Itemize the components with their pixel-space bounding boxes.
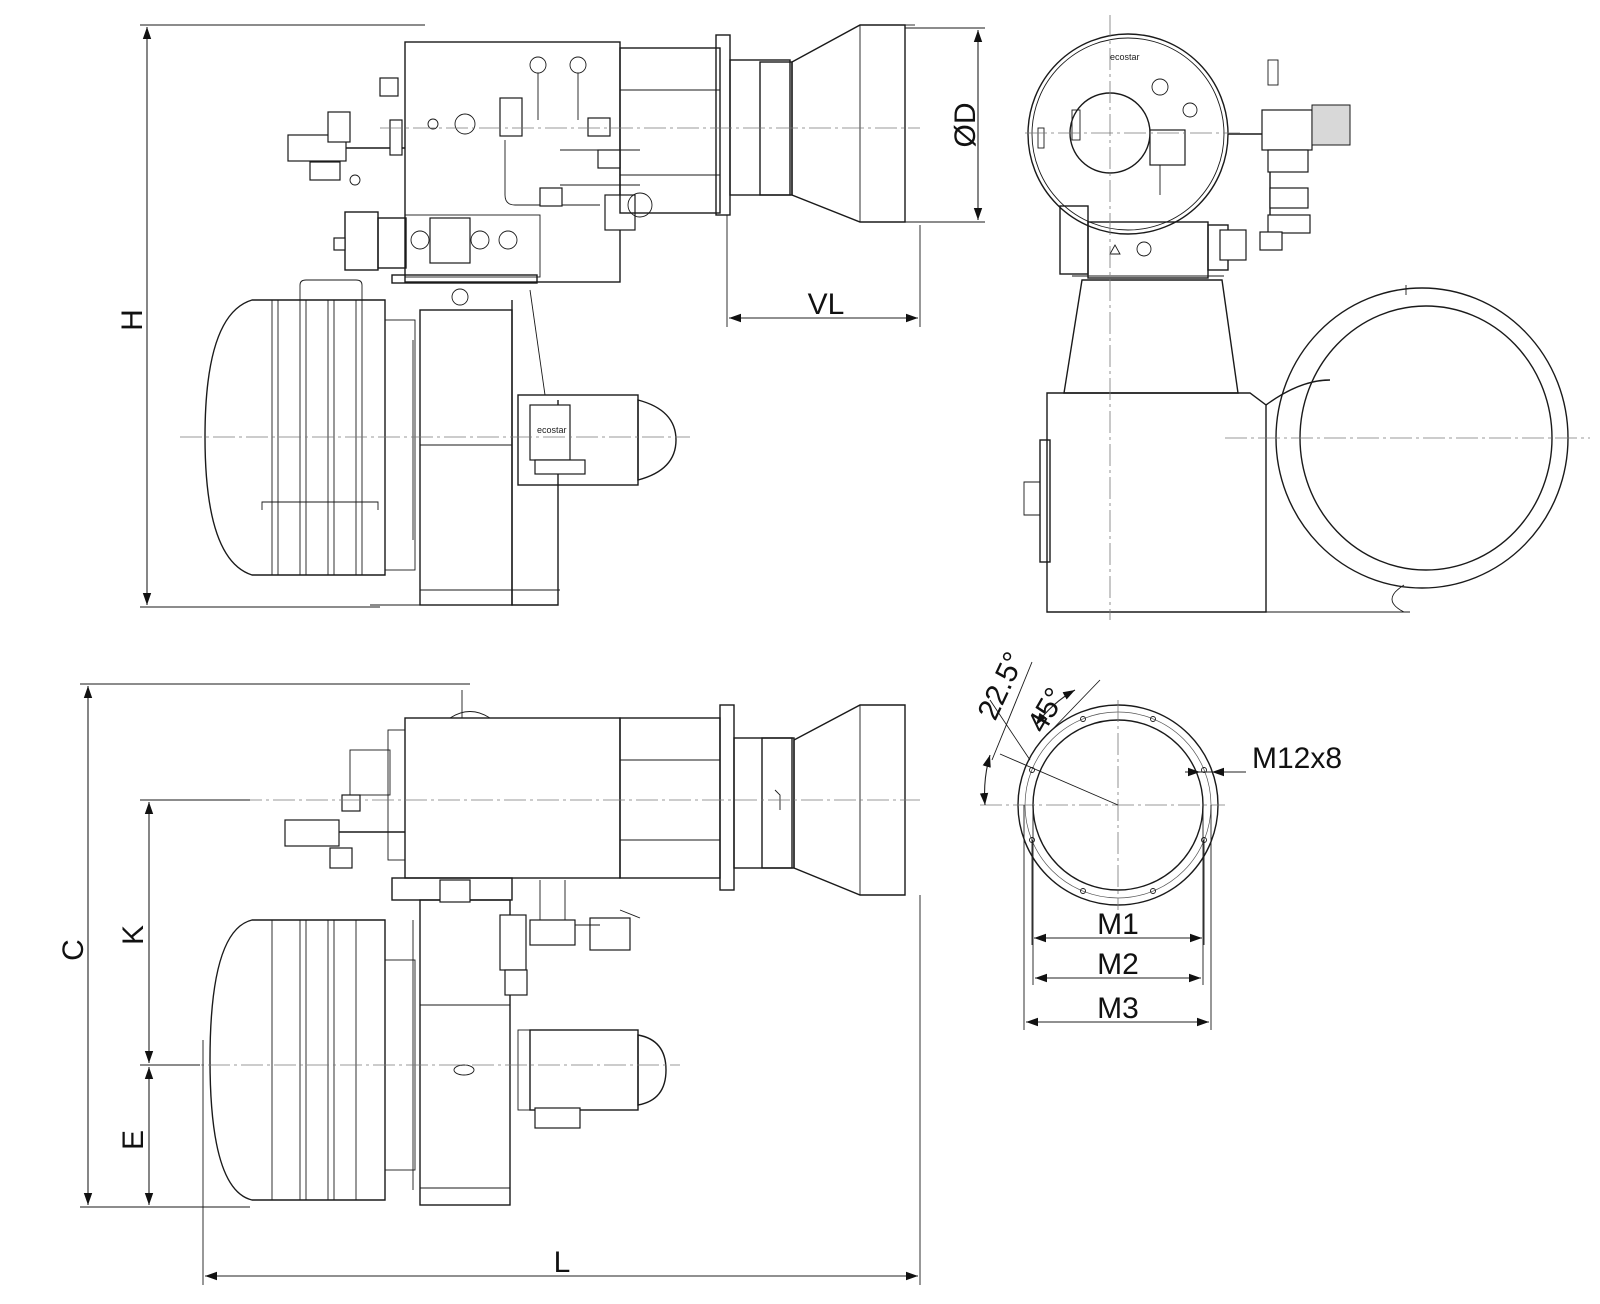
dim-label-h: H bbox=[116, 309, 149, 331]
dim-label-od: ØD bbox=[949, 103, 982, 148]
brand-logo: ecostar bbox=[1110, 52, 1140, 62]
control-cabinet-bottom bbox=[387, 711, 621, 903]
valve-train-bottom bbox=[284, 749, 641, 996]
dim-label-m2: M2 bbox=[1097, 948, 1139, 981]
fan-scroll bbox=[1265, 285, 1569, 613]
fan-volute-bottom bbox=[412, 899, 511, 1206]
dimensions bbox=[80, 24, 1246, 1285]
side-view-top: ecostar bbox=[180, 24, 920, 606]
dim-label-k: K bbox=[117, 925, 150, 945]
dim-label-angle-45: 45° bbox=[1021, 682, 1072, 738]
dim-label-m1: M1 bbox=[1097, 908, 1139, 941]
dim-label-bolts: M12x8 bbox=[1252, 742, 1342, 775]
fan-housing-bottom bbox=[209, 919, 416, 1201]
control-cabinet bbox=[391, 41, 653, 284]
fan-motor: ecostar bbox=[517, 394, 677, 486]
fan-housing-front bbox=[1023, 392, 1410, 613]
blast-tube bbox=[619, 24, 915, 223]
svg-text:ecostar: ecostar bbox=[537, 425, 567, 435]
fan-housing bbox=[204, 279, 416, 576]
dim-label-c: C bbox=[57, 939, 90, 961]
front-view-top: ecostar bbox=[1023, 15, 1590, 620]
front-control-box bbox=[1059, 205, 1247, 279]
top-view-bottom bbox=[175, 690, 920, 1206]
dim-label-vl: VL bbox=[808, 288, 845, 321]
dimension-labels: H VL ØD C K E L M1 M2 M3 M12x8 22.5° 45° bbox=[57, 103, 1342, 1280]
gas-valve-train-left bbox=[287, 77, 405, 186]
dim-label-e: E bbox=[117, 1130, 150, 1150]
front-plate bbox=[1027, 33, 1229, 235]
blast-tube-bottom bbox=[619, 704, 906, 896]
dim-label-l: L bbox=[554, 1246, 571, 1279]
gas-valve-train-right bbox=[1228, 59, 1351, 251]
motor-bottom bbox=[517, 1029, 667, 1129]
dim-label-m3: M3 bbox=[1097, 992, 1139, 1025]
damper-actuator bbox=[333, 211, 407, 271]
